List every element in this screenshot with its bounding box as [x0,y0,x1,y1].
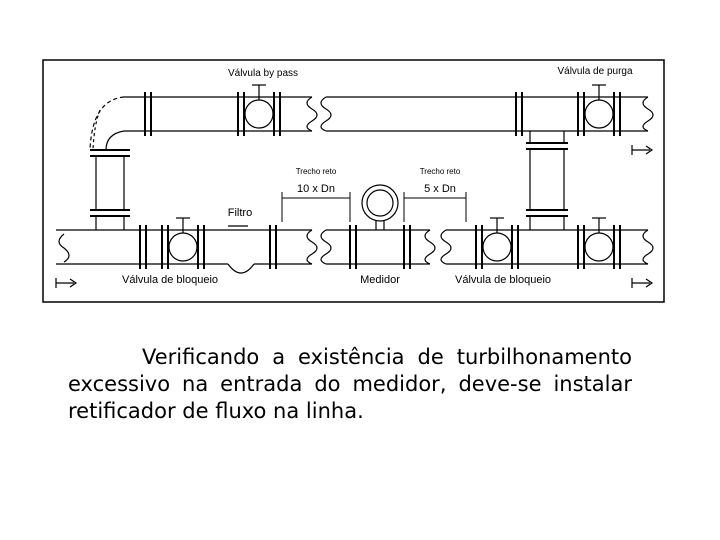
block-valve-right [475,217,519,269]
flow-arrow-top-right [631,145,654,155]
label-purge-valve: Válvula de purga [557,66,632,77]
label-filter: Filtro [228,207,252,219]
caption-text: Verificando a existência de turbilhoname… [68,345,632,423]
far-right-valve [577,217,621,269]
diagram-frame [42,59,665,303]
label-straight-run-1-title: Trecho reto [296,167,337,176]
flow-arrow-bottom-right [631,278,654,288]
caption-paragraph: Verificando a existência de turbilhoname… [68,344,632,425]
bottom-pipe [56,225,654,269]
right-vertical-pipe [526,131,568,230]
label-block-valve-right: Válvula de bloqueio [455,274,551,286]
pipeline-diagram: Válvula by pass Válvula de purga Trecho … [42,59,665,303]
label-straight-run-1-value: 10 x Dn [297,183,335,195]
left-vertical-pipe [90,149,130,230]
bypass-valve [237,84,281,136]
purge-valve [577,84,621,136]
dimension-lines [281,192,467,222]
flow-arrow-left [55,278,78,288]
label-block-valve-left: Válvula de bloqueio [122,274,218,286]
block-valve-left [161,217,205,269]
top-pipe [124,92,654,136]
label-bypass-valve: Válvula by pass [228,68,298,79]
filter-symbol [227,225,255,274]
label-straight-run-2-title: Trecho reto [420,167,461,176]
label-meter: Medidor [360,274,400,286]
meter-symbol [361,184,399,230]
label-straight-run-2-value: 5 x Dn [424,183,456,195]
elbow [89,96,125,151]
